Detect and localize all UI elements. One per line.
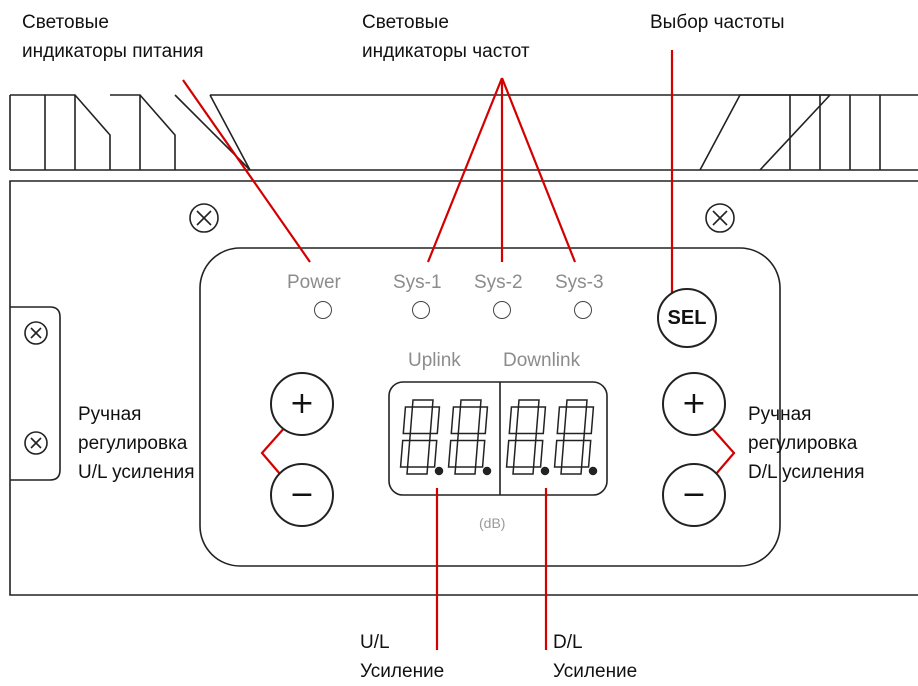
digit-segment [508, 406, 520, 435]
digit-segment [408, 432, 432, 442]
ul-minus-button[interactable]: − [270, 463, 334, 527]
digit-segment [553, 439, 565, 468]
digit-segment [514, 432, 538, 442]
digit-segment [402, 406, 414, 435]
screw-icon [24, 321, 48, 345]
sys1-led [412, 301, 430, 319]
decimal-point [588, 466, 598, 476]
seven-segment-display [399, 399, 598, 476]
digit-segment [512, 466, 535, 475]
digit-segment [562, 432, 586, 442]
digit-segment [459, 399, 482, 408]
sel-button-label: SEL [667, 307, 707, 329]
digit-segment [406, 466, 429, 475]
mount-bracket [10, 306, 61, 481]
uplink-label: Uplink [408, 350, 461, 371]
digit-segment [454, 466, 477, 475]
digit-segment [532, 439, 544, 468]
digit-segment [477, 406, 489, 435]
plus-icon: + [289, 386, 315, 421]
downlink-label: Downlink [503, 350, 581, 371]
screw-icon [24, 431, 48, 455]
db-unit-label: (dB) [479, 515, 506, 531]
ul-gain-callout: U/L Усиление [360, 632, 445, 682]
digit-segment [456, 432, 480, 442]
digit-segment [474, 439, 486, 468]
sys2-led [493, 301, 511, 319]
digit-segment [517, 399, 540, 408]
plus-icon: + [681, 386, 707, 421]
heatsink-fins [9, 94, 918, 171]
sys3-label: Sys-3 [555, 272, 604, 293]
dl-plus-button[interactable]: + [662, 372, 726, 436]
digit-segment [535, 406, 547, 435]
freq-leds-callout: Световые индикаторы частот [362, 12, 530, 62]
decimal-point [540, 466, 550, 476]
freq-select-callout: Выбор частоты [650, 12, 785, 33]
digit-segment [580, 439, 592, 468]
device-body [9, 180, 918, 596]
digit-segment [426, 439, 438, 468]
digit-segment [505, 439, 517, 468]
display-frame [388, 381, 608, 496]
callout-lines [182, 50, 736, 650]
screw-icon [189, 203, 219, 233]
dl-gain-callout: D/L Усиление [553, 632, 638, 682]
sel-button[interactable]: SEL [657, 288, 717, 348]
digit-segment [450, 406, 462, 435]
minus-icon: − [289, 477, 315, 512]
dl-minus-button[interactable]: − [662, 463, 726, 527]
minus-icon: − [681, 477, 707, 512]
digit-segment [565, 399, 588, 408]
decimal-point [482, 466, 492, 476]
digit-segment [399, 439, 411, 468]
ul-plus-button[interactable]: + [270, 372, 334, 436]
screw-icon [705, 203, 735, 233]
sys3-led [574, 301, 592, 319]
control-panel [199, 247, 781, 567]
digit-segment [560, 466, 583, 475]
ul-manual-callout: Ручная регулировка U/L усиления [78, 404, 195, 483]
decimal-point [434, 466, 444, 476]
digit-segment [583, 406, 595, 435]
sys2-label: Sys-2 [474, 272, 523, 293]
digit-segment [556, 406, 568, 435]
power-leds-callout: Световые индикаторы питания [22, 12, 204, 62]
power-label: Power [287, 272, 341, 293]
digit-segment [429, 406, 441, 435]
digit-segment [411, 399, 434, 408]
dl-manual-callout: Ручная регулировка D/L усиления [748, 404, 865, 483]
power-led [314, 301, 332, 319]
sys1-label: Sys-1 [393, 272, 442, 293]
digit-segment [447, 439, 459, 468]
